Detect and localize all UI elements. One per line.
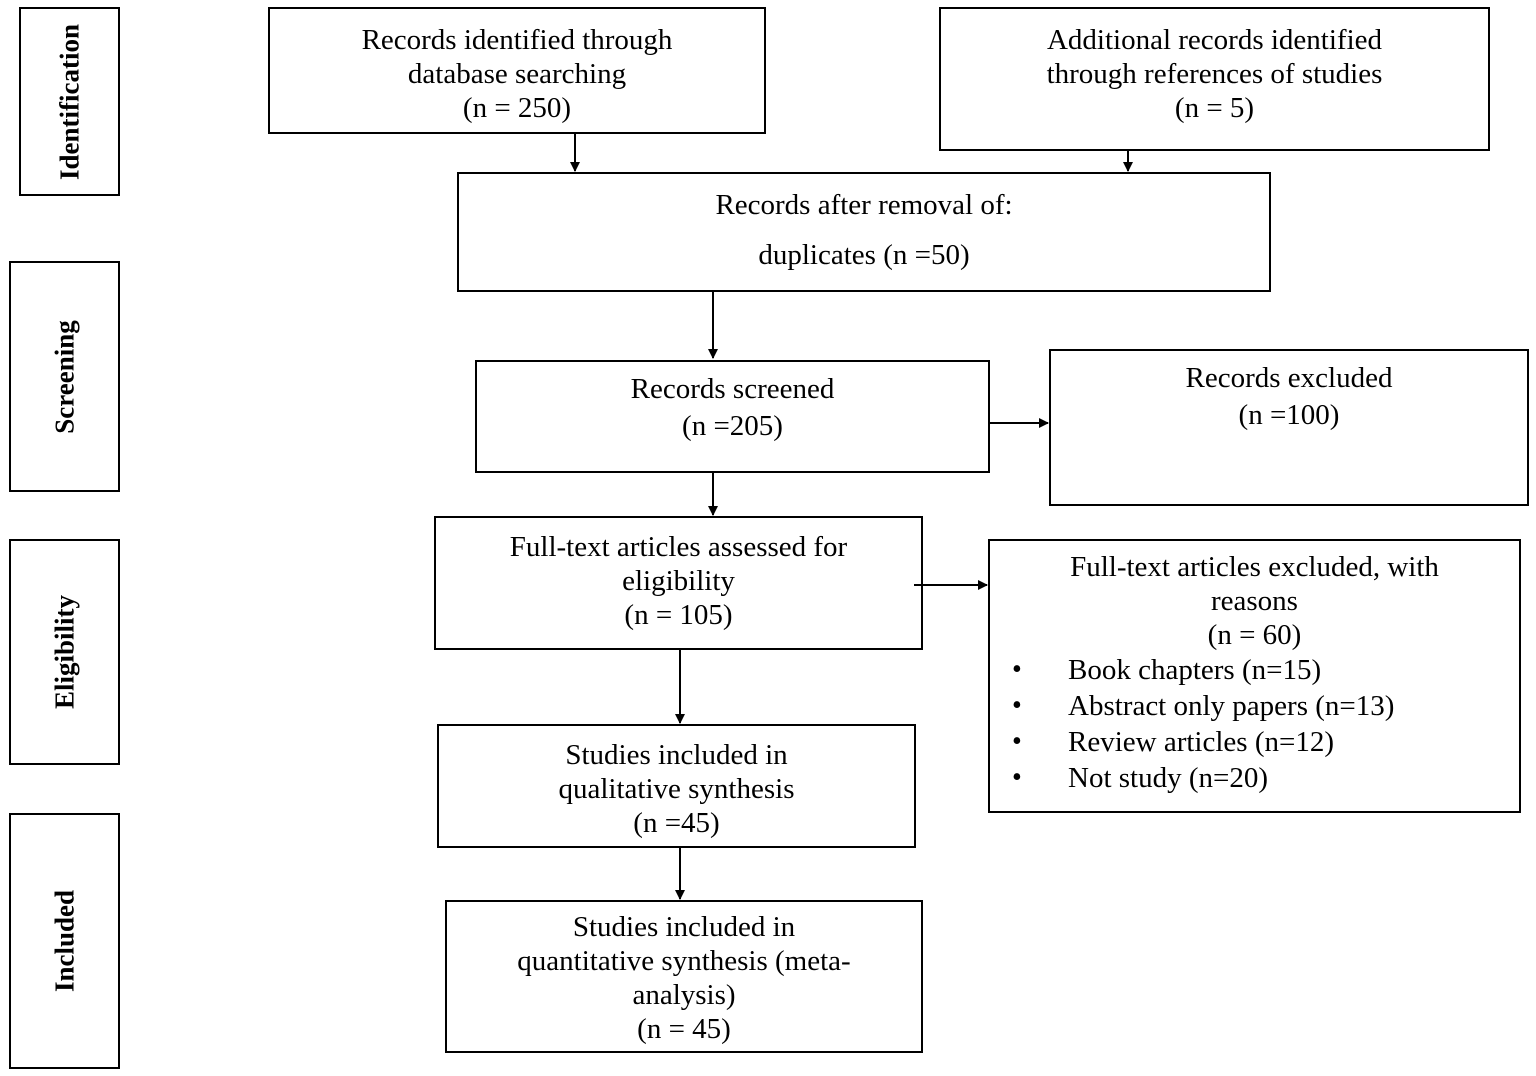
list-item: Book chapters (n=15) bbox=[990, 652, 1519, 688]
records-screened-box: Records screened (n =205) bbox=[475, 360, 990, 473]
list-item: Abstract only papers (n=13) bbox=[990, 688, 1519, 724]
stage-eligibility: Eligibility bbox=[9, 539, 120, 765]
qualitative-synthesis-box: Studies included in qualitative synthesi… bbox=[437, 724, 916, 848]
box-count: (n =45) bbox=[633, 807, 720, 839]
box-text: quantitative synthesis (meta- bbox=[517, 945, 851, 977]
box-text: Studies included in bbox=[565, 739, 788, 771]
quantitative-synthesis-box: Studies included in quantitative synthes… bbox=[445, 900, 923, 1053]
list-item: Review articles (n=12) bbox=[990, 724, 1519, 760]
box-text: Records screened bbox=[630, 373, 835, 405]
box-text: database searching bbox=[407, 58, 627, 90]
box-count: (n = 250) bbox=[462, 92, 572, 124]
additional-records-box: Additional records identified through re… bbox=[939, 7, 1490, 151]
box-text: Studies included in bbox=[572, 911, 796, 943]
stage-identification: Identification bbox=[19, 7, 120, 196]
box-text: eligibility bbox=[622, 565, 735, 597]
box-text: qualitative synthesis bbox=[558, 773, 795, 805]
list-item: Not study (n=20) bbox=[990, 760, 1519, 796]
box-count: (n = 45) bbox=[637, 1013, 731, 1045]
records-excluded-box: Records excluded (n =100) bbox=[1049, 349, 1529, 506]
box-text: Full-text articles assessed for bbox=[509, 531, 848, 563]
box-text: Full-text articles excluded, with bbox=[1070, 551, 1439, 583]
box-text: Records excluded bbox=[1185, 362, 1393, 394]
box-text: Records identified through bbox=[361, 24, 673, 56]
stage-screening: Screening bbox=[9, 261, 120, 492]
database-records-box: Records identified through database sear… bbox=[268, 7, 766, 134]
box-text: duplicates (n =50) bbox=[758, 239, 970, 271]
box-text: through references of studies bbox=[1046, 58, 1383, 90]
box-text: Records after removal of: bbox=[715, 189, 1013, 221]
box-count: (n = 5) bbox=[1174, 92, 1255, 124]
box-count: (n = 105) bbox=[624, 599, 733, 631]
box-count: (n =205) bbox=[682, 410, 783, 442]
box-text: Additional records identified bbox=[1046, 24, 1382, 56]
stage-included: Included bbox=[9, 813, 120, 1069]
box-text: reasons bbox=[1211, 585, 1298, 617]
fulltext-excluded-box: Full-text articles excluded, with reason… bbox=[988, 539, 1521, 813]
box-count: (n = 60) bbox=[1207, 619, 1302, 651]
exclusion-reasons-list: Book chapters (n=15) Abstract only paper… bbox=[990, 652, 1519, 796]
fulltext-assessed-box: Full-text articles assessed for eligibil… bbox=[434, 516, 923, 650]
after-removal-box: Records after removal of: duplicates (n … bbox=[457, 172, 1271, 292]
box-count: (n =100) bbox=[1238, 399, 1340, 431]
box-text: analysis) bbox=[632, 979, 736, 1011]
